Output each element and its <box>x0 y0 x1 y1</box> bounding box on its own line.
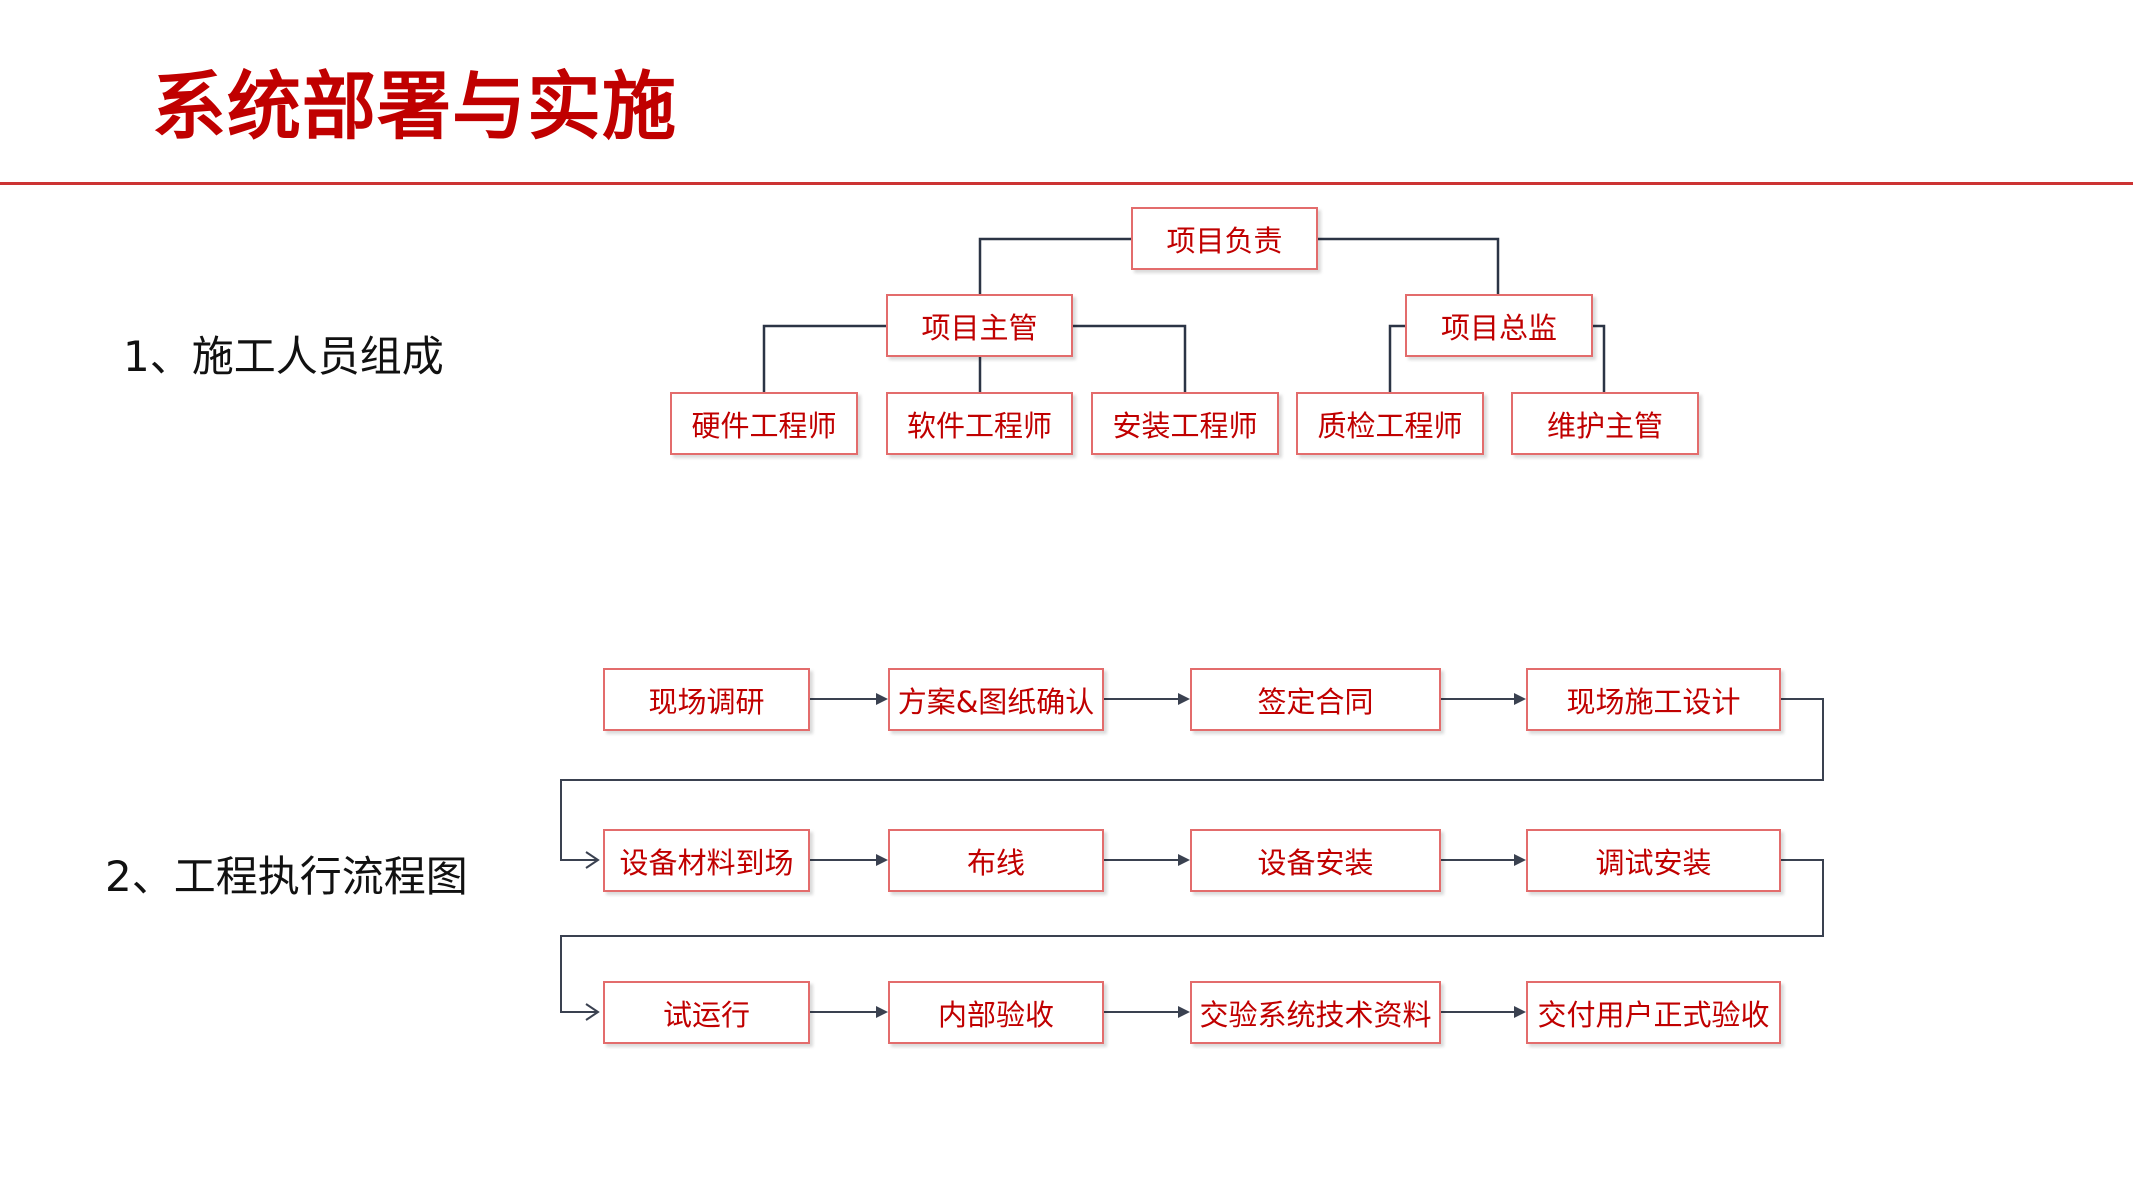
org-node-install-engineer: 安装工程师 <box>1091 392 1279 455</box>
flow-step-plan-confirm: 方案&图纸确认 <box>888 668 1104 731</box>
org-node-root: 项目负责 <box>1131 207 1318 270</box>
flow-step-site-design: 现场施工设计 <box>1526 668 1781 731</box>
org-node-manager: 项目主管 <box>886 294 1073 357</box>
flow-step-deliver-docs: 交验系统技术资料 <box>1190 981 1441 1044</box>
flow-step-debug-install: 调试安装 <box>1526 829 1781 892</box>
flow-arrowheads <box>876 693 1526 1018</box>
org-node-qa-engineer: 质检工程师 <box>1296 392 1484 455</box>
flow-step-final-acceptance: 交付用户正式验收 <box>1526 981 1781 1044</box>
flow-step-sign-contract: 签定合同 <box>1190 668 1441 731</box>
flow-step-cabling: 布线 <box>888 829 1104 892</box>
section-label-org: 1、施工人员组成 <box>123 332 444 381</box>
org-node-software-engineer: 软件工程师 <box>886 392 1073 455</box>
org-line-root-manager <box>978 237 1131 294</box>
flow-chart-lines <box>560 698 1824 1021</box>
section-label-flow: 2、工程执行流程图 <box>105 852 468 901</box>
org-line-manager-install <box>1072 324 1187 392</box>
org-chart-lines <box>762 237 1606 392</box>
org-line-supervisor-maint <box>1593 324 1606 392</box>
page-title: 系统部署与实施 <box>152 64 677 150</box>
org-line-supervisor-qa <box>1388 324 1405 392</box>
flow-step-internal-acceptance: 内部验收 <box>888 981 1104 1044</box>
title-divider <box>0 182 2133 185</box>
org-node-hardware-engineer: 硬件工程师 <box>670 392 858 455</box>
flow-step-equipment-install: 设备安装 <box>1190 829 1441 892</box>
org-node-supervisor: 项目总监 <box>1405 294 1593 357</box>
org-line-manager-hardware <box>762 324 886 392</box>
flow-step-materials-arrival: 设备材料到场 <box>603 829 810 892</box>
flow-step-trial-run: 试运行 <box>603 981 810 1044</box>
org-line-root-supervisor <box>1318 237 1500 294</box>
flow-step-site-survey: 现场调研 <box>603 668 810 731</box>
org-node-maintenance-manager: 维护主管 <box>1511 392 1699 455</box>
